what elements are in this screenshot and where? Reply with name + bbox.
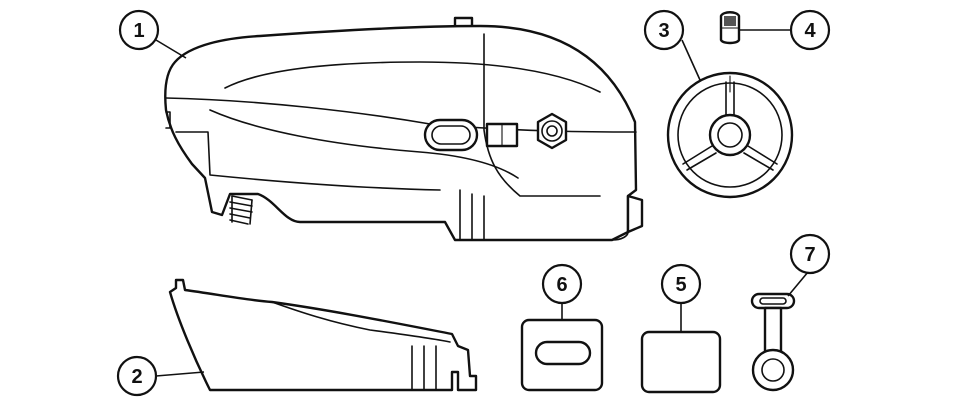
shoe-outline (168, 278, 478, 392)
callout-6-label: 6 (556, 274, 567, 296)
callout-2-label: 2 (131, 366, 142, 388)
hex-nut-ring (541, 120, 563, 142)
main-housing-outline (164, 24, 638, 242)
spring-coil (229, 195, 253, 225)
wheel-hub-inner (717, 122, 743, 148)
part-1-main-body (164, 16, 644, 242)
nozzle-base (611, 231, 629, 241)
spoke-right (743, 145, 778, 171)
slotted-pad-slot (534, 340, 592, 366)
plug-loop-hole (759, 297, 787, 305)
callout-3-label: 3 (658, 20, 669, 42)
callout-2: 2 (116, 355, 158, 397)
oval-button (423, 118, 479, 152)
spoke-left (682, 145, 717, 171)
part-7-plug (750, 292, 796, 392)
spoke-top (725, 81, 735, 117)
top-clip-nub (453, 16, 474, 28)
leader-3 (681, 39, 701, 81)
plug-stem (763, 306, 783, 357)
cap-grille (724, 16, 736, 26)
callout-7: 7 (789, 233, 831, 275)
upper-contour (224, 61, 601, 93)
callout-3: 3 (643, 9, 685, 51)
leader-7 (787, 271, 809, 297)
lower-panel (175, 131, 441, 191)
part-6-slotted-pad (520, 318, 604, 392)
vertical-seam (483, 33, 601, 197)
oval-button-inner (431, 125, 471, 145)
callout-7-label: 7 (804, 244, 815, 266)
callout-6: 6 (541, 263, 583, 305)
plug-ring-inner (761, 358, 785, 382)
front-nozzle (626, 194, 644, 234)
hex-nut (536, 112, 568, 150)
callout-4-label: 4 (804, 20, 816, 42)
part-3-wheel (666, 71, 794, 199)
rear-tab (165, 111, 171, 129)
hex-nut-center (546, 125, 558, 137)
leader-2 (155, 371, 205, 377)
callout-5: 5 (660, 263, 702, 305)
lower-contour (209, 109, 519, 179)
shoe-inner-line (271, 301, 451, 343)
callout-5-label: 5 (675, 274, 686, 296)
part-4-cap (719, 11, 741, 45)
part-5-pad (640, 330, 722, 394)
wheel-hub (708, 113, 752, 157)
plug-loop (750, 292, 796, 310)
callout-4: 4 (789, 9, 831, 51)
part-2-shoe (168, 278, 478, 392)
callout-1-label: 1 (133, 20, 144, 42)
leader-1 (155, 39, 187, 59)
callout-1: 1 (118, 9, 160, 51)
plug-ring (751, 348, 795, 392)
